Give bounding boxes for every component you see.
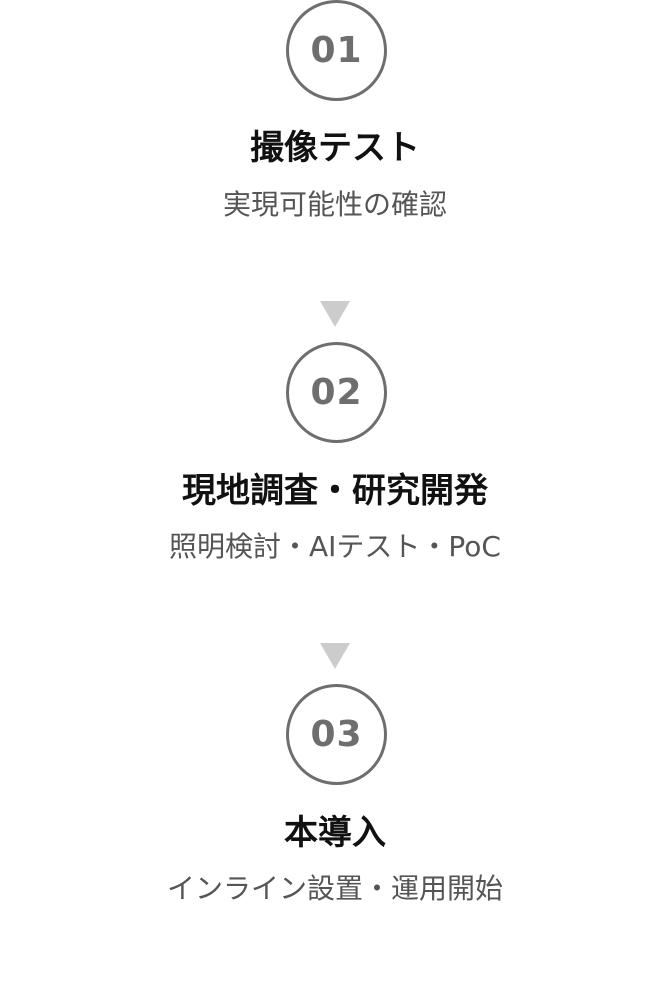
step-2-description: 照明検討・AIテスト・PoC — [169, 530, 501, 563]
down-triangle-icon — [320, 643, 350, 669]
step-2-number-circle: 02 — [286, 342, 387, 443]
step-3-number: 03 — [310, 714, 363, 755]
down-triangle-icon — [320, 301, 350, 327]
step-1-number-circle: 01 — [286, 0, 387, 101]
step-1-description: 実現可能性の確認 — [222, 188, 447, 221]
step-1-title: 撮像テスト — [250, 128, 420, 168]
step-2-title: 現地調査・研究開発 — [182, 471, 488, 511]
step-1-number: 01 — [310, 30, 363, 71]
step-3-number-circle: 03 — [286, 684, 387, 785]
step-3-title: 本導入 — [284, 813, 386, 853]
step-2-number: 02 — [310, 372, 363, 413]
step-3-description: インライン設置・運用開始 — [166, 872, 503, 905]
